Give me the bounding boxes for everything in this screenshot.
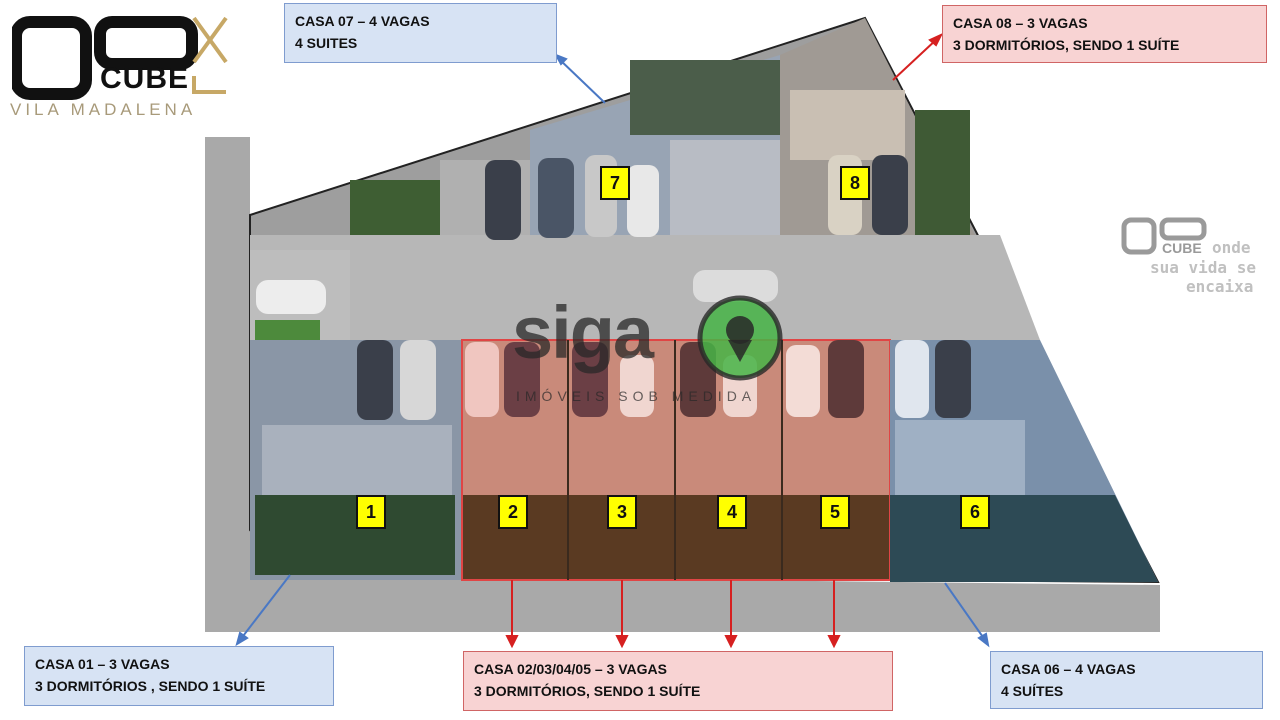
label-casa07-line1: CASA 07 – 4 VAGAS bbox=[295, 13, 430, 29]
arrow-head bbox=[235, 631, 249, 647]
house-number-4: 4 bbox=[717, 495, 747, 529]
arrow-head bbox=[827, 635, 841, 649]
arrow-head bbox=[553, 53, 568, 66]
house-number-3: 3 bbox=[607, 495, 637, 529]
garden-left-top bbox=[350, 180, 440, 235]
siga-pin-logo bbox=[697, 295, 783, 381]
house-number-8: 8 bbox=[840, 166, 870, 200]
side-brand: CUBE bbox=[1162, 240, 1202, 256]
house-number-2: 2 bbox=[498, 495, 528, 529]
car bbox=[828, 340, 864, 418]
arrow-head bbox=[615, 635, 629, 649]
house-6-garden bbox=[890, 495, 1158, 582]
slogan-line-1: onde bbox=[1212, 238, 1251, 257]
car bbox=[620, 355, 654, 417]
label-casa07-line2: 4 SUITES bbox=[295, 35, 358, 51]
label-casa08-line2: 3 DORMITÓRIOS, SENDO 1 SUÍTE bbox=[953, 37, 1180, 53]
car bbox=[465, 342, 499, 417]
arrows bbox=[235, 32, 990, 649]
label-casa08-line1: CASA 08 – 3 VAGAS bbox=[953, 15, 1088, 31]
house-number-1: 1 bbox=[356, 495, 386, 529]
arrow-casa07 bbox=[557, 57, 606, 104]
label-casa08: CASA 08 – 3 VAGAS 3 DORMITÓRIOS, SENDO 1… bbox=[942, 5, 1267, 63]
house-8-garden bbox=[915, 110, 970, 235]
arrow-casa06 bbox=[944, 582, 986, 641]
house-number-7: 7 bbox=[600, 166, 630, 200]
house-7-garden bbox=[630, 60, 780, 135]
car bbox=[693, 270, 778, 302]
house-6-interior bbox=[895, 420, 1025, 495]
car bbox=[256, 280, 326, 314]
car bbox=[485, 160, 521, 240]
arrow-casa08 bbox=[892, 37, 939, 81]
slogan-line-2: sua vida se bbox=[1150, 258, 1256, 277]
arrow-head bbox=[724, 635, 738, 649]
house-1-garden bbox=[255, 495, 455, 575]
car bbox=[895, 340, 929, 418]
watermark-brand: siga bbox=[512, 291, 654, 374]
arrow-head bbox=[928, 32, 944, 47]
label-casa01-line1: CASA 01 – 3 VAGAS bbox=[35, 656, 170, 672]
car bbox=[786, 345, 820, 417]
arrow-head bbox=[977, 632, 990, 648]
label-casa06: CASA 06 – 4 VAGAS 4 SUÍTES bbox=[990, 651, 1263, 709]
sidewalk bbox=[205, 137, 1160, 632]
internal-street bbox=[250, 235, 1040, 340]
slogan-line-3: encaixa bbox=[1186, 277, 1254, 296]
car bbox=[872, 155, 908, 235]
label-casa07: CASA 07 – 4 VAGAS 4 SUITES bbox=[284, 3, 557, 63]
label-casa02-05-line1: CASA 02/03/04/05 – 3 VAGAS bbox=[474, 661, 667, 677]
arrow-head bbox=[505, 635, 519, 649]
house-number-6: 6 bbox=[960, 495, 990, 529]
label-casa01: CASA 01 – 3 VAGAS 3 DORMITÓRIOS , SENDO … bbox=[24, 646, 334, 706]
house-number-5: 5 bbox=[820, 495, 850, 529]
car bbox=[400, 340, 436, 420]
label-casa02-05-line2: 3 DORMITÓRIOS, SENDO 1 SUÍTE bbox=[474, 683, 701, 699]
car bbox=[627, 165, 659, 237]
car bbox=[504, 342, 540, 417]
label-casa06-line2: 4 SUÍTES bbox=[1001, 683, 1064, 699]
car bbox=[935, 340, 971, 418]
label-casa06-line1: CASA 06 – 4 VAGAS bbox=[1001, 661, 1136, 677]
arrow-casa01 bbox=[239, 574, 291, 641]
house-7-interior bbox=[670, 140, 780, 235]
car bbox=[357, 340, 393, 420]
house-1-interior bbox=[262, 425, 452, 495]
car bbox=[572, 342, 608, 417]
logo-brand: CUBE bbox=[100, 62, 190, 95]
side-cube-logo-icon bbox=[1121, 217, 1207, 255]
car bbox=[538, 158, 574, 238]
cube-logo-icon bbox=[12, 16, 228, 100]
house-8-interior bbox=[790, 90, 905, 160]
label-casa01-line2: 3 DORMITÓRIOS , SENDO 1 SUÍTE bbox=[35, 678, 266, 694]
label-casa02-05: CASA 02/03/04/05 – 3 VAGAS 3 DORMITÓRIOS… bbox=[463, 651, 893, 711]
logo-subtitle: VILA MADALENA bbox=[10, 100, 197, 119]
watermark-tagline: IMÓVEIS SOB MEDIDA bbox=[516, 388, 757, 404]
